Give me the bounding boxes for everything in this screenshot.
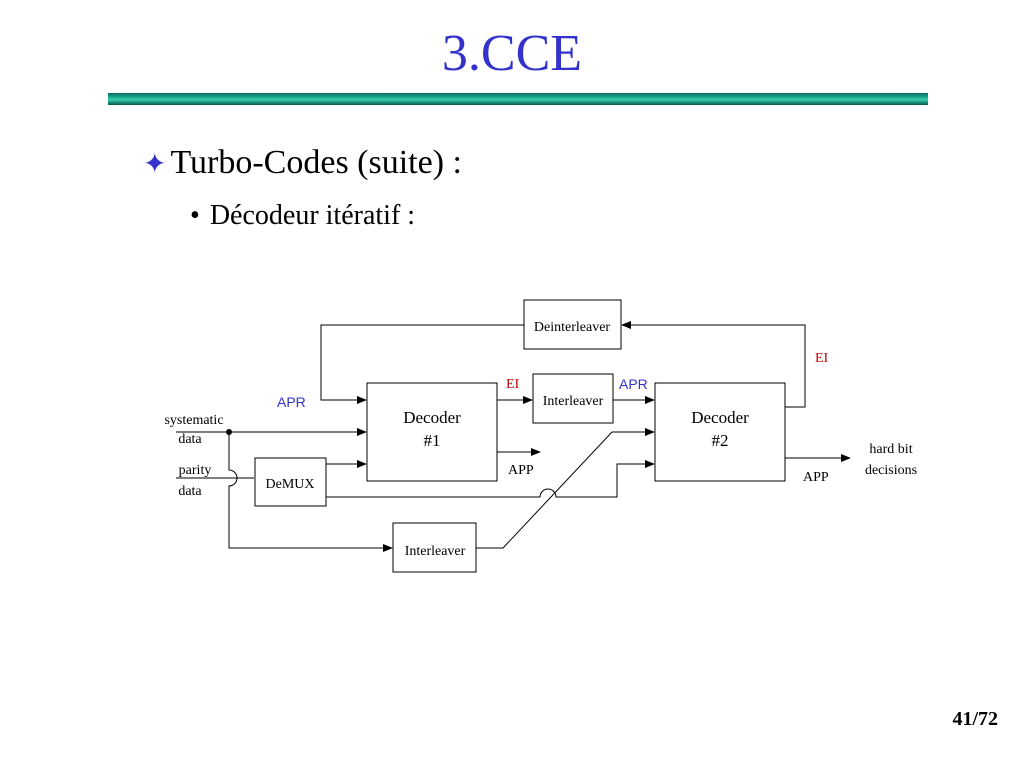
deinterleaver-to-decoder1 [320, 324, 524, 404]
hard-bit-label-line2: decisions [865, 463, 917, 478]
bullet-2-text: Décodeur itératif : [209, 200, 416, 231]
decoder-2-number: #2 [712, 431, 729, 450]
bullet-dot-icon: • [190, 200, 200, 231]
parity-label-line1: parity [179, 463, 212, 478]
demux-block: DeMUX [254, 457, 327, 507]
bullet-level-2: • Décodeur itératif : [190, 202, 415, 230]
interleaver-to-decoder2-diagonal [476, 428, 655, 549]
apr-left-label: APR [277, 394, 306, 410]
decoder-2-block: Decoder #2 [654, 382, 786, 482]
feedback-to-deinterleaver [621, 321, 806, 408]
title-divider [108, 93, 928, 105]
decoder-2-label: Decoder [691, 408, 749, 427]
app-2-label: APP [803, 470, 829, 485]
parity-label-line2: data [178, 484, 202, 499]
systematic-to-interleaver [228, 432, 393, 552]
interleaver-top-label: Interleaver [543, 394, 604, 409]
decoder-1-label: Decoder [403, 408, 461, 427]
ei-left-label: EI [506, 377, 520, 392]
deinterleaver-block: Deinterleaver [523, 299, 622, 350]
four-pointed-star-icon: ✦ [143, 149, 167, 180]
hard-bit-label-line1: hard bit [869, 442, 912, 457]
interleaver-top-block: Interleaver [532, 373, 614, 424]
slide-title: 3.CCE [441, 25, 583, 82]
bullet-1-text: Turbo-Codes (suite) : [170, 144, 462, 181]
systematic-label-line2: data [178, 432, 202, 447]
bullet-level-1: ✦Turbo-Codes (suite) : [143, 146, 462, 180]
demux-to-decoder2 [326, 460, 655, 498]
decoder-1-block: Decoder #1 [366, 382, 498, 482]
systematic-label-line1: systematic [164, 413, 223, 428]
interleaver-bottom-label: Interleaver [405, 544, 466, 559]
app-1-label: APP [508, 463, 534, 478]
ei-right-label: EI [815, 351, 829, 366]
interleaver-bottom-block: Interleaver [392, 522, 477, 573]
page-number: 41/72 [952, 708, 998, 730]
systematic-junction [226, 429, 232, 435]
deinterleaver-label: Deinterleaver [534, 320, 611, 335]
decoder-1-number: #1 [424, 431, 441, 450]
apr-right-label: APR [619, 376, 648, 392]
demux-label: DeMUX [266, 477, 315, 492]
